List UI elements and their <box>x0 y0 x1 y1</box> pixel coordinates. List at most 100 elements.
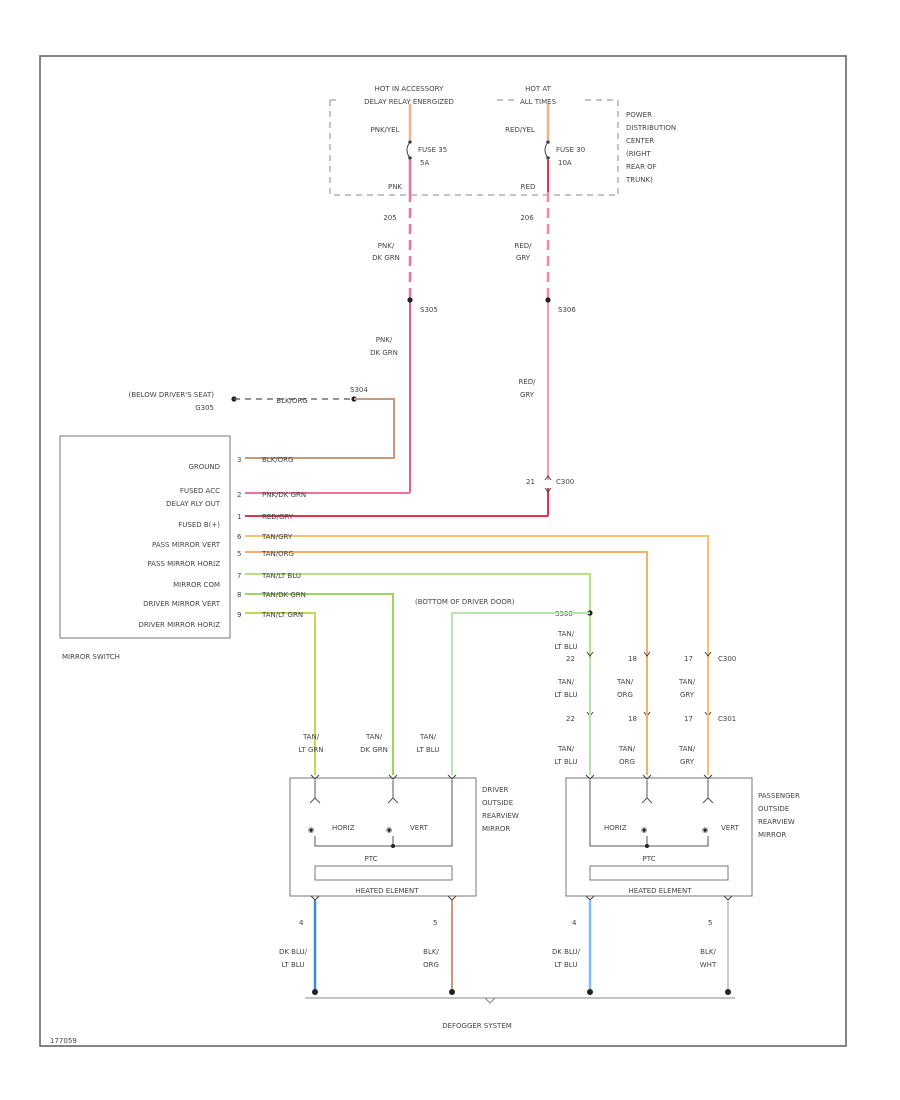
passenger-motor-symbol-1: ◉ <box>641 826 647 834</box>
circuit-206: 206 <box>520 214 534 222</box>
pdc-label-2: DISTRIBUTION <box>626 124 676 132</box>
passenger-mirror-terminals <box>585 774 713 780</box>
wire-tan-dkgrn <box>245 593 394 775</box>
driver-motor-common <box>314 780 453 847</box>
fuse1-element <box>406 141 411 159</box>
red-gry-upper-1: RED/ <box>514 242 532 250</box>
mirror-switch-label: MIRROR SWITCH <box>62 653 120 661</box>
driver-heater-label: HEATED ELEMENT <box>356 887 420 895</box>
mirror-switch-box <box>59 435 231 639</box>
wire-tan-gry <box>245 535 709 660</box>
pnk-dkgrn-lower-1: PNK/ <box>376 336 393 344</box>
wire-tan-ltblu-branch <box>451 612 590 775</box>
wire-label-red-gry: RED/GRY <box>262 513 294 521</box>
splice-s304-label: S304 <box>350 386 368 394</box>
pass-tan-ltblu-2: LT BLU <box>555 758 578 766</box>
hot-all-times-line1: HOT AT <box>525 85 552 93</box>
driver-blk-org-2: ORG <box>423 961 439 969</box>
splice-s305-label: S305 <box>420 306 438 314</box>
driver-motor-leads <box>314 780 394 798</box>
driver-mirror-label-2: OUTSIDE <box>482 799 513 807</box>
driver-ptc-label: PTC <box>365 855 378 863</box>
driver-horiz-label: HORIZ <box>332 824 355 832</box>
fuse1-bottom-color: PNK <box>388 183 402 191</box>
passenger-dkblu-1: DK BLU/ <box>552 948 581 956</box>
c300-pin-21: 21 <box>526 478 535 486</box>
pdc-dashed-box <box>329 99 620 196</box>
pin-num-5: 5 <box>237 550 241 558</box>
driver-heater-box <box>314 865 453 881</box>
hot-accessory-line2: DELAY RELAY ENERGIZED <box>364 98 454 106</box>
switch-pin-driver-vert: DRIVER MIRROR VERT <box>143 600 221 608</box>
pin-num-7: 7 <box>237 572 241 580</box>
drv-tan-ltgrn-2: LT GRN <box>299 746 324 754</box>
pdc-label-1: POWER <box>626 111 652 119</box>
tan-org-c301-1: TAN/ <box>616 678 634 686</box>
bus-dot-3 <box>587 989 593 995</box>
ground-wire-label: BLK/ORG <box>276 397 307 405</box>
c300-connector-symbol <box>544 475 552 493</box>
bus-dot-1 <box>312 989 318 995</box>
passenger-blk-wht-2: WHT <box>700 961 717 969</box>
pnk-dkgrn-upper-2: DK GRN <box>372 254 400 262</box>
switch-pin-driver-horiz: DRIVER MIRROR HORIZ <box>138 621 220 629</box>
driver-door-label: (BOTTOM OF DRIVER DOOR) <box>415 598 515 606</box>
pass-tan-gry-2: GRY <box>680 758 695 766</box>
tan-ltblu-c300-1: TAN/ <box>557 630 575 638</box>
driver-mirror-label-3: REARVIEW <box>482 812 519 820</box>
driver-mirror-box <box>289 777 477 897</box>
pin-num-9: 9 <box>237 611 241 619</box>
passenger-dkblu-2: LT BLU <box>555 961 578 969</box>
fuse2-element <box>544 141 549 159</box>
driver-motor-arrows <box>309 797 399 804</box>
driver-mirror-terminals <box>310 774 457 780</box>
passenger-heater-box <box>589 865 729 881</box>
pass-tan-gry-1: TAN/ <box>678 745 696 753</box>
passenger-heater-label: HEATED ELEMENT <box>629 887 693 895</box>
driver-motor-symbol-1: ◉ <box>308 826 314 834</box>
ground-wire-to-switch <box>245 398 395 459</box>
driver-dkblu-2: LT BLU <box>282 961 305 969</box>
pdc-label-3: CENTER <box>626 137 654 145</box>
passenger-mirror-label-3: REARVIEW <box>758 818 795 826</box>
wire-tan-ltgrn <box>245 612 316 775</box>
switch-pin-ground: GROUND <box>188 463 220 471</box>
pin-num-3: 3 <box>237 456 241 464</box>
driver-mirror-label-1: DRIVER <box>482 786 509 794</box>
driver-common-junction <box>391 844 395 848</box>
tan-ltblu-c301-2: LT BLU <box>555 691 578 699</box>
wire-label-tan-ltgrn: TAN/LT GRN <box>261 611 303 619</box>
passenger-mirror-label-4: MIRROR <box>758 831 786 839</box>
passenger-pin-5: 5 <box>708 919 712 927</box>
passenger-blk-wht-1: BLK/ <box>700 948 716 956</box>
wire-label-tan-ltblu: TAN/LT BLU <box>261 572 301 580</box>
drv-tan-dkgrn-2: DK GRN <box>360 746 388 754</box>
passenger-common-junction <box>645 844 649 848</box>
passenger-motor-common <box>589 780 709 847</box>
pin-num-6: 6 <box>237 533 242 541</box>
passenger-motor-arrows <box>641 797 714 804</box>
c300-symbols <box>586 651 712 657</box>
fuse2-name: FUSE 30 <box>556 146 585 154</box>
wire-label-tan-org: TAN/ORG <box>261 550 294 558</box>
wire-label-blk-org: BLK/ORG <box>262 456 293 464</box>
c300-label: C300 <box>556 478 574 486</box>
pin-num-1: 1 <box>237 513 241 521</box>
fuse2-amps: 10A <box>558 159 572 167</box>
drv-tan-ltgrn-1: TAN/ <box>302 733 320 741</box>
pin-num-8: 8 <box>237 591 241 599</box>
splice-s306-label: S306 <box>558 306 576 314</box>
c301-label: C301 <box>718 715 736 723</box>
driver-heater-terminals <box>310 895 457 901</box>
passenger-motor-symbol-2: ◉ <box>702 826 708 834</box>
ground-id: G305 <box>195 404 214 412</box>
diagram-ref-number: 177059 <box>50 1037 77 1045</box>
pdc-label-6: TRUNK) <box>625 176 653 184</box>
splice-s306 <box>545 297 551 303</box>
wire-label-tan-dkgrn: TAN/DK GRN <box>261 591 306 599</box>
driver-pin-5: 5 <box>433 919 437 927</box>
wire-label-pnk-dkgrn: PNK/DK GRN <box>262 491 306 499</box>
pnk-dkgrn-upper-1: PNK/ <box>378 242 395 250</box>
driver-dkblu-1: DK BLU/ <box>279 948 308 956</box>
